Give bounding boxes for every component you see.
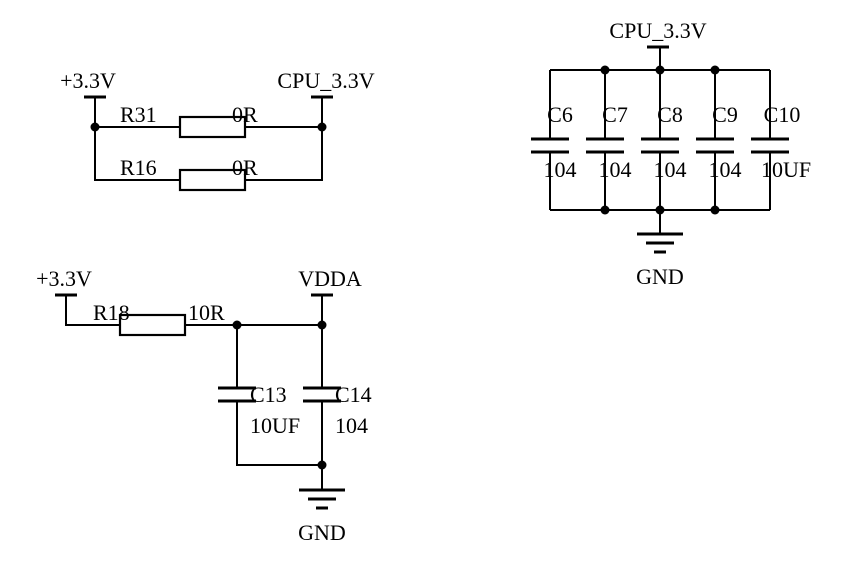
net-label-3v3: +3.3V bbox=[36, 266, 92, 291]
junction-dot bbox=[317, 460, 327, 470]
capacitor-symbol bbox=[531, 137, 789, 154]
junction-dot bbox=[232, 320, 242, 330]
capacitor-value: 10UF bbox=[761, 157, 811, 182]
junction-dot bbox=[655, 65, 665, 75]
gnd-symbol bbox=[299, 488, 345, 510]
capacitor-ref: C8 bbox=[657, 102, 683, 127]
gnd-label: GND bbox=[636, 264, 684, 289]
wire bbox=[94, 97, 323, 181]
capacitor-value: 104 bbox=[599, 157, 632, 182]
junction-dot bbox=[710, 205, 720, 215]
resistor-value: 0R bbox=[232, 155, 258, 180]
capacitor-ref: C6 bbox=[547, 102, 573, 127]
capacitor-ref: C14 bbox=[335, 382, 372, 407]
resistor-symbol bbox=[178, 168, 247, 192]
net-label-cpu3v3: CPU_3.3V bbox=[277, 68, 374, 93]
capacitor-value: 104 bbox=[544, 157, 577, 182]
junction-dot bbox=[90, 122, 100, 132]
net-label-vdda: VDDA bbox=[298, 266, 362, 291]
capacitor-value: 104 bbox=[335, 413, 368, 438]
capacitor-value: 104 bbox=[654, 157, 687, 182]
vdda-filter-section: +3.3V VDDA R18 10R C13 10UF C14 104 GND bbox=[36, 266, 372, 545]
resistor-ref: R31 bbox=[120, 102, 157, 127]
wire bbox=[65, 295, 323, 490]
net-label-cpu3v3: CPU_3.3V bbox=[609, 18, 706, 43]
gnd-label: GND bbox=[298, 520, 346, 545]
capacitor-symbol bbox=[218, 386, 341, 403]
capacitor-ref: C10 bbox=[764, 102, 801, 127]
capacitor-value: 10UF bbox=[250, 413, 300, 438]
resistor-value: 0R bbox=[232, 102, 258, 127]
gnd-symbol bbox=[637, 210, 683, 254]
capacitor-ref: C13 bbox=[250, 382, 287, 407]
resistor-symbol bbox=[118, 313, 187, 337]
resistor-symbol bbox=[178, 115, 247, 139]
junction-dot bbox=[317, 320, 327, 330]
power-bridge-section: +3.3V CPU_3.3V R31 0R R16 0R bbox=[60, 68, 375, 192]
junction-dot bbox=[600, 205, 610, 215]
resistor-value: 10R bbox=[188, 300, 225, 325]
capacitor-value: 104 bbox=[709, 157, 742, 182]
junction-dot bbox=[710, 65, 720, 75]
resistor-ref: R18 bbox=[93, 300, 130, 325]
net-label-3v3: +3.3V bbox=[60, 68, 116, 93]
decoupling-bank-section: CPU_3.3V C6 C7 C8 C9 C10 104 104 104 104… bbox=[531, 18, 811, 289]
capacitor-ref: C9 bbox=[712, 102, 738, 127]
resistor-ref: R16 bbox=[120, 155, 157, 180]
junction-dot bbox=[600, 65, 610, 75]
junction-dot bbox=[317, 122, 327, 132]
capacitor-ref: C7 bbox=[602, 102, 628, 127]
